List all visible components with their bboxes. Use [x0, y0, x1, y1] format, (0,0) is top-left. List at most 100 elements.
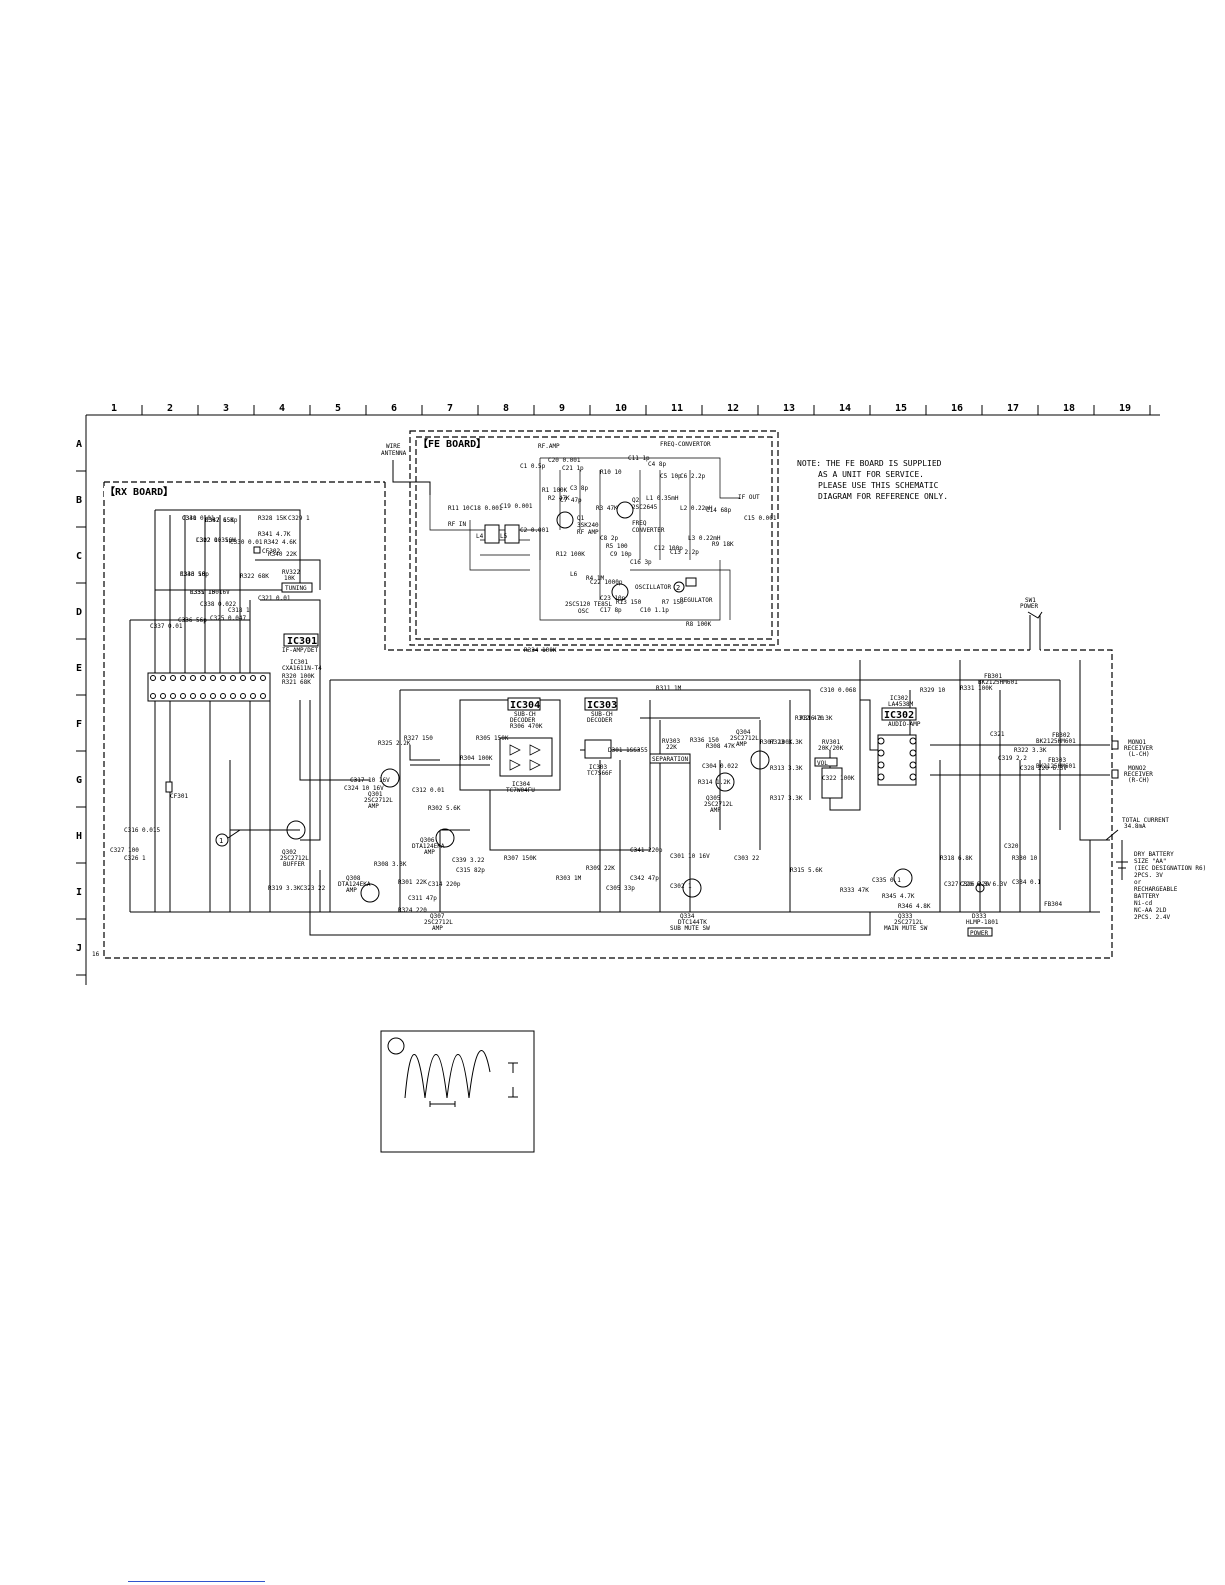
fe-component-value: C12 100p — [654, 545, 683, 552]
fe-component-value: C20 0.001 — [548, 457, 581, 464]
q1-desc: RF AMP — [577, 529, 599, 536]
component-value: R319 3.3K — [268, 885, 301, 892]
waveform-trace — [404, 1050, 491, 1099]
ic301-pin — [150, 693, 156, 699]
fe-component-value: C18 0.001 — [470, 505, 503, 512]
q301-desc: AMP — [368, 803, 379, 810]
ic301-pin — [190, 675, 196, 681]
component-value: C321 0.01 — [258, 595, 291, 602]
q1-part: 3SK240 — [577, 522, 599, 529]
rv303-label: RV303 — [662, 738, 680, 745]
ic302-block: IC302 IC302 AUDIO-AMP LA4538M — [877, 695, 921, 786]
q3-transistor-icon — [611, 583, 629, 601]
component-value: R302 5.6K — [428, 805, 461, 812]
q306-transistor-icon — [435, 828, 455, 848]
ic303-desc-1: SUB-CH — [591, 711, 613, 718]
ic301-pins — [150, 675, 266, 699]
component-value: C339 3.22 — [452, 857, 485, 864]
total-current-label: TOTAL CURRENT — [1122, 817, 1169, 824]
ic301-block: IC301 IF-AMP/DET IC301 CXA1611N-T4 — [147, 633, 322, 702]
component-value: R304 100K — [460, 755, 493, 762]
fe-component-value: L1 0.35mH — [646, 495, 679, 502]
column-label: 10 — [615, 403, 627, 414]
fe-component-value: R4 1M — [586, 575, 604, 582]
ic301-pin — [220, 693, 226, 699]
fe-component-value: R7 150 — [662, 599, 684, 606]
q302-label: Q302 — [282, 849, 297, 856]
fe-coil-l4 — [484, 524, 500, 544]
component-value: C334 0.1 — [1012, 879, 1041, 886]
ic301-pin — [200, 693, 206, 699]
component-value: R301 22K — [398, 879, 427, 886]
ic304-tag: IC304 — [510, 700, 540, 711]
q1-transistor-icon — [556, 511, 574, 529]
component-value: R312 470 — [795, 715, 824, 722]
q333-transistor-icon — [893, 868, 913, 888]
q3-desc: OSC — [578, 608, 589, 615]
vol-box — [814, 757, 838, 767]
component-value: C302 1 — [670, 883, 692, 890]
cf301-label: CF301 — [170, 793, 188, 800]
footer-link-underline[interactable] — [128, 1581, 265, 1582]
q301-part: 2SC2712L — [364, 797, 393, 804]
marker-2-icon — [673, 581, 685, 593]
fb303-part: BK2125HM601 — [1036, 763, 1076, 770]
marker-1: 1 — [215, 829, 290, 847]
ic301-pin — [260, 675, 266, 681]
q333-desc: MAIN MUTE SW — [884, 925, 928, 932]
battery-line: (IEC DESIGNATION R6) — [1134, 865, 1206, 872]
component-value: R341 4.7K — [258, 531, 291, 538]
tuning-label: TUNING — [285, 585, 307, 592]
ic302-tag: IC302 — [884, 710, 914, 721]
receiver-r-ch: (R-CH) — [1128, 777, 1150, 784]
grid-label-16: 16 — [92, 951, 100, 958]
battery-line: or — [1134, 879, 1142, 886]
q308-label: Q308 — [346, 875, 361, 882]
component-value: C330 0.01 — [230, 539, 263, 546]
component-value: R330 10 — [1012, 855, 1038, 862]
row-label: D — [76, 607, 82, 618]
q305-label: Q305 — [706, 795, 721, 802]
column-label: 16 — [951, 403, 963, 414]
column-label: 14 — [839, 403, 851, 414]
ic301-pin — [240, 693, 246, 699]
component-value: C301 10 16V — [670, 853, 710, 860]
row-label: G — [76, 775, 82, 786]
component-value: C329 1 — [288, 515, 310, 522]
battery-line: 2PCS. 3V — [1134, 872, 1163, 879]
component-value: R322 68K — [240, 573, 269, 580]
cf301-icon — [165, 781, 173, 793]
fe-component-value: C14 68p — [706, 507, 732, 514]
component-value: D301 1SS355 — [608, 747, 648, 754]
component-value: R333 47K — [840, 887, 869, 894]
vol-label: VOL — [817, 760, 828, 767]
component-value: C304 0.022 — [702, 763, 739, 770]
component-value: R315 5.6K — [790, 867, 823, 874]
q334-label: Q334 — [680, 913, 695, 920]
component-value: C319 2.2 — [998, 755, 1027, 762]
component-value: R307 150K — [504, 855, 537, 862]
component-value: R311 1M — [656, 685, 682, 692]
ic301-tag-box — [283, 633, 319, 647]
freq-conv-desc-2: CONVERTER — [632, 527, 665, 534]
fe-component-value: R12 100K — [556, 551, 585, 558]
battery-line: BATTERY — [1134, 893, 1160, 900]
q1-label: Q1 — [577, 515, 585, 522]
row-label: I — [76, 887, 82, 898]
fe-component-value: C10 1.1p — [640, 607, 669, 614]
component-value: C322 10 16V — [196, 537, 236, 544]
fe-component-value: R5 100 — [606, 543, 628, 550]
q333-label: Q333 — [898, 913, 913, 920]
component-value: C335 10 16V — [190, 589, 230, 596]
component-value: C324 10 16V — [344, 785, 384, 792]
tuning-box — [281, 582, 313, 593]
fe-component-value: C8 2p — [600, 535, 618, 542]
component-value: C327 100 — [110, 847, 139, 854]
ic303-body — [584, 739, 612, 759]
fb302-label: FB302 — [1052, 732, 1070, 739]
component-value: C317 10 16V — [350, 777, 390, 784]
service-note: NOTE: THE FE BOARD IS SUPPLIED AS A UNIT… — [797, 459, 948, 501]
ic301-pin — [210, 675, 216, 681]
